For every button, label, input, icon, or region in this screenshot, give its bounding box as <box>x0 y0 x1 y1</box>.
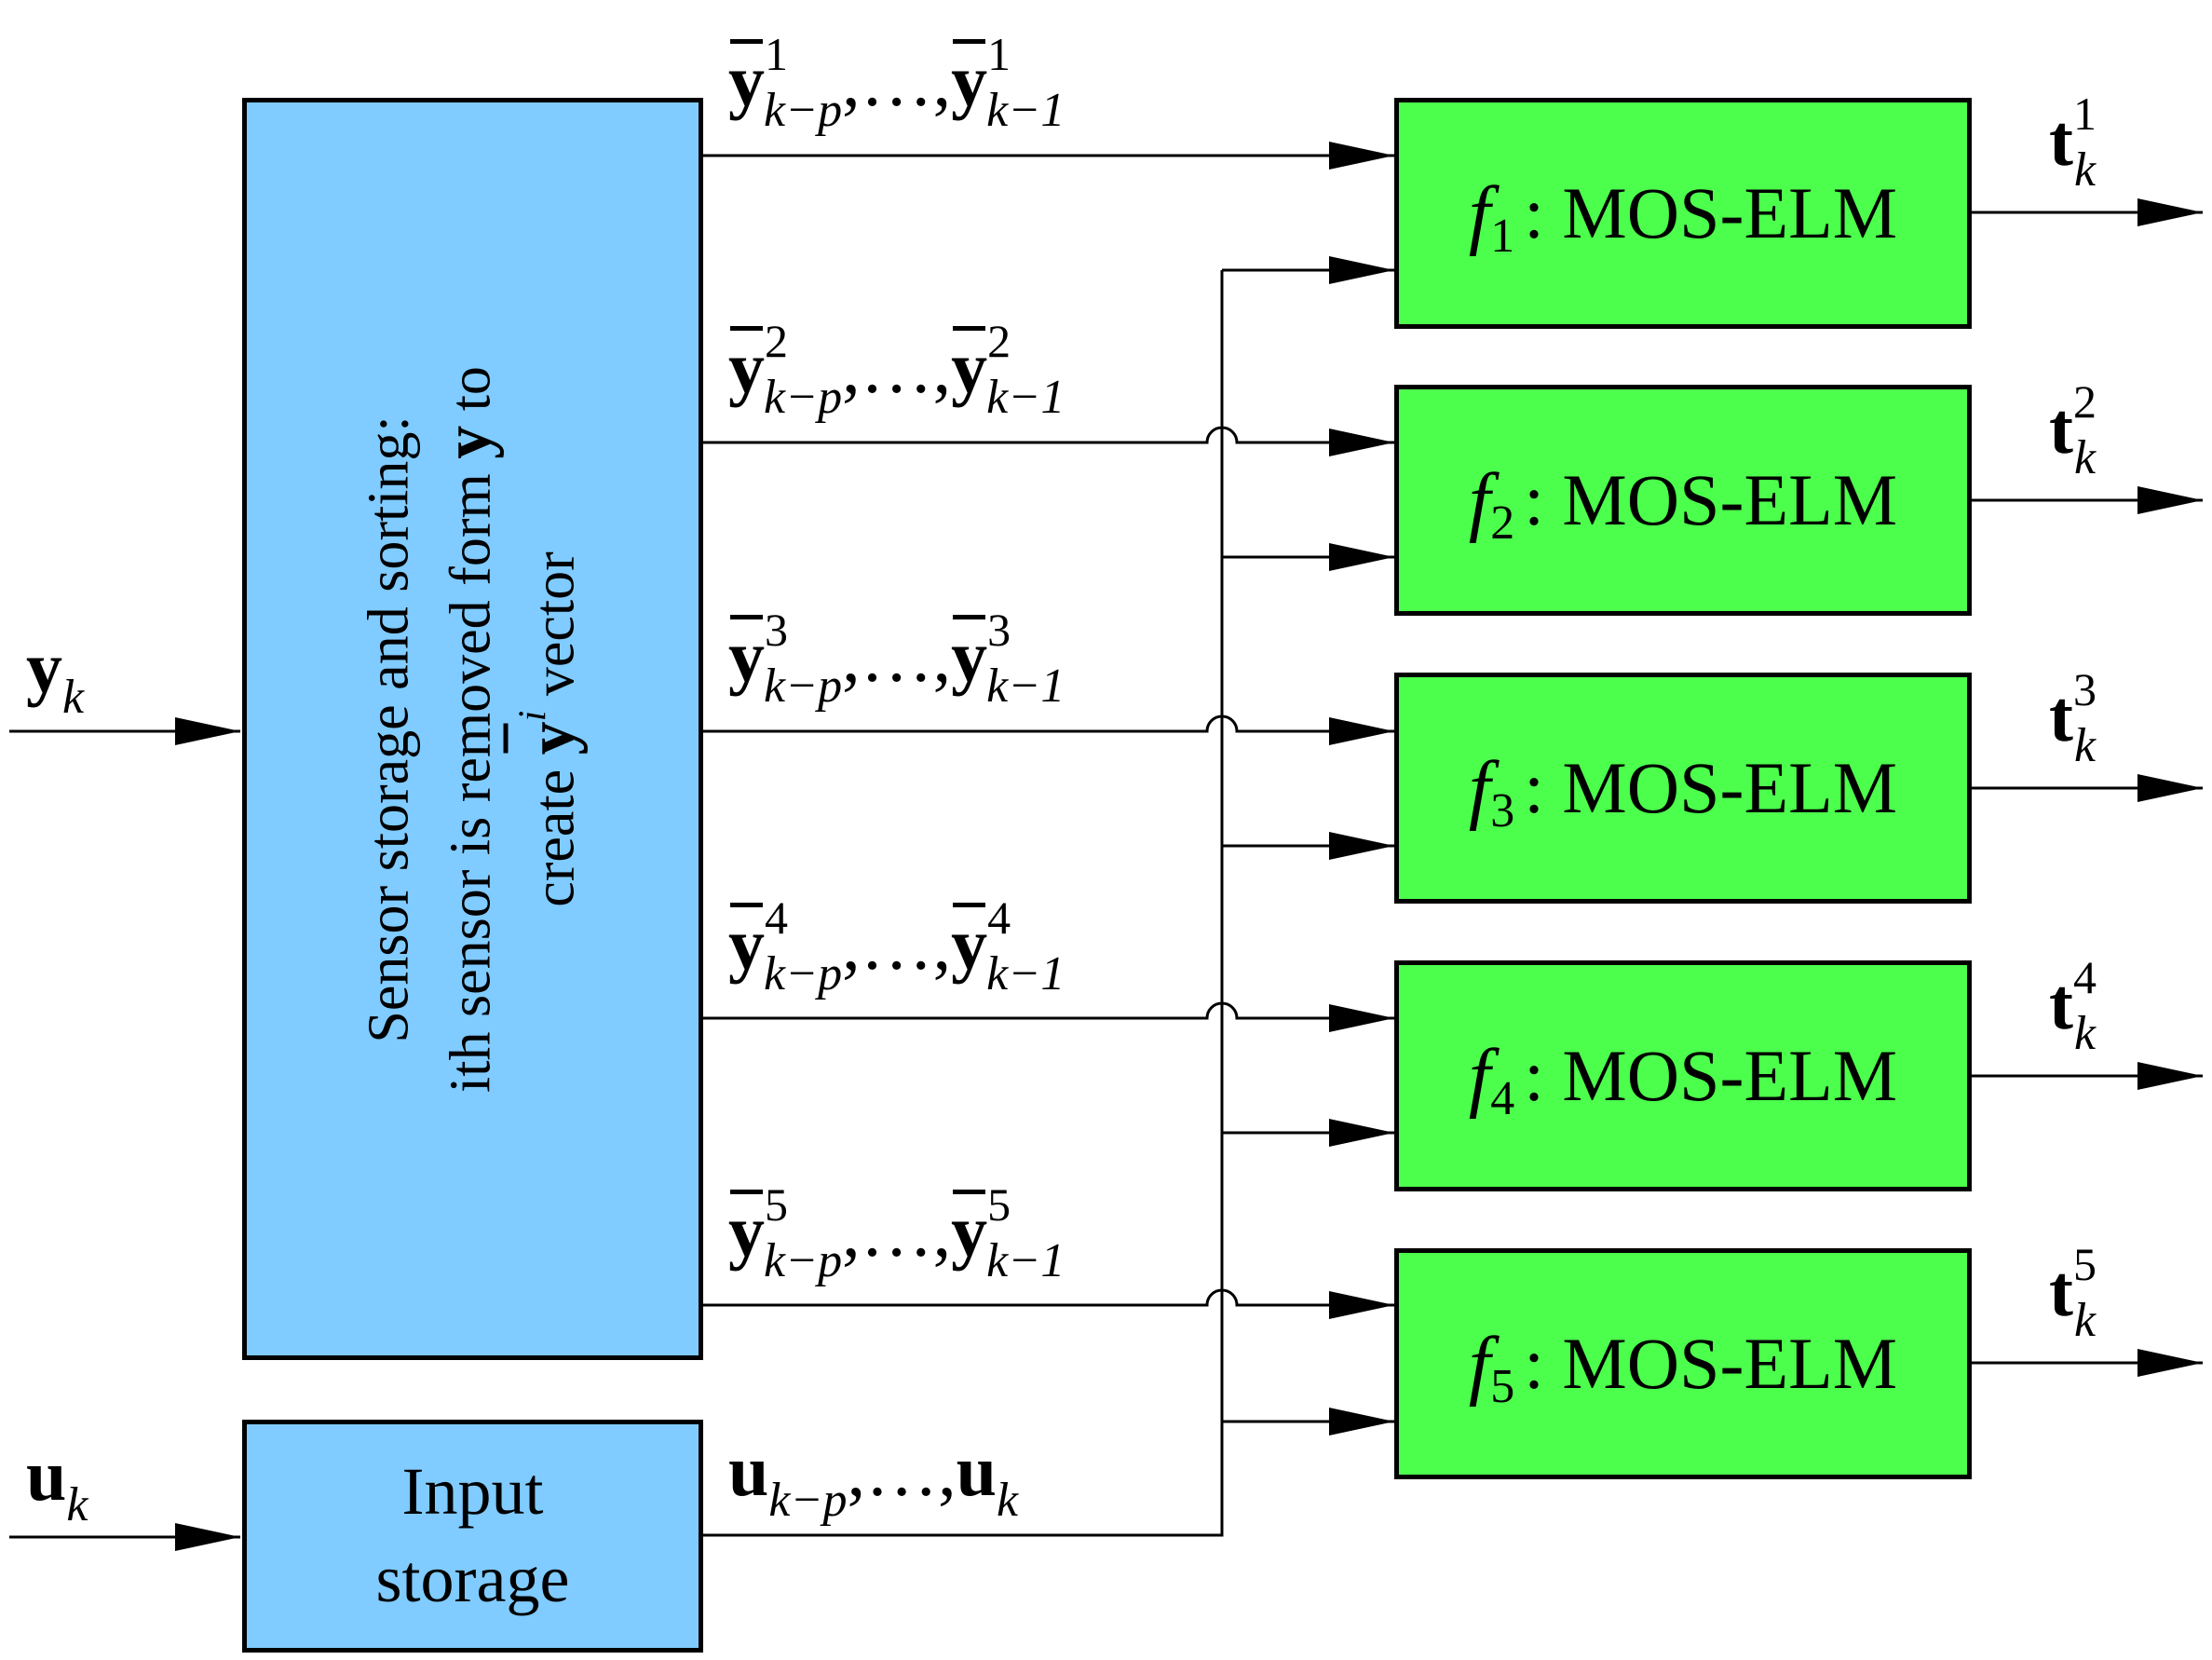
output-label-4: t4k <box>2049 951 2097 1060</box>
sensor-storage-text: Sensor storage and sorting: ith sensor i… <box>242 98 703 1360</box>
input-storage-line1: Input <box>401 1454 544 1530</box>
u-input-label: uk <box>26 1435 88 1531</box>
input-storage-block: Input storage <box>242 1420 703 1653</box>
output-label-2: t2k <box>2049 375 2097 484</box>
ybar-sequence-label-5: y5k−p,…,y5k−1 <box>728 1178 1065 1287</box>
sensor-storage-block <box>242 98 703 1360</box>
output-label-1: t1k <box>2049 88 2097 197</box>
y-input-label: yk <box>26 627 85 724</box>
input-storage-line2: storage <box>375 1542 570 1616</box>
sensor-storage-line3: create yi vector <box>509 551 592 907</box>
sensor-storage-line2: ith sensor is removed form y to <box>429 365 505 1093</box>
output-label-3: t3k <box>2049 663 2097 772</box>
u-bus-line <box>703 270 1224 1537</box>
sensor-storage-line1: Sensor storage and sorting: <box>356 415 420 1043</box>
ybar-sequence-label-3: y3k−p,…,y3k−1 <box>728 604 1065 713</box>
ybar-2-arrow <box>703 426 1394 456</box>
ybar-sequence-label-2: y2k−p,…,y2k−1 <box>728 315 1065 424</box>
ybar-3-arrow <box>703 714 1394 745</box>
ybar-4-arrow <box>703 1001 1394 1032</box>
ybar-5-arrow <box>703 1288 1394 1319</box>
ybar-sequence-label-1: y1k−p,…,y1k−1 <box>728 28 1065 137</box>
u-sequence-label: uk−p,…,uk <box>728 1430 1019 1527</box>
output-label-5: t5k <box>2049 1238 2097 1347</box>
ybar-sequence-label-4: y4k−p,…,y4k−1 <box>728 891 1065 1000</box>
